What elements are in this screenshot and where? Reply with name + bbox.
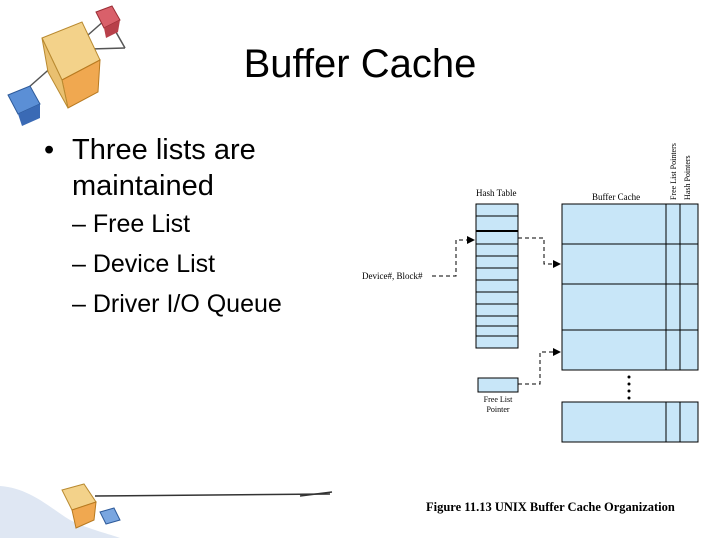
- decorative-clipart-bottom: [0, 483, 333, 538]
- hash-table: [475, 203, 519, 349]
- slide-title: Buffer Cache: [243, 42, 477, 86]
- connectors: [432, 236, 561, 385]
- bullet-list: • Three lists are maintained – Free List…: [44, 132, 332, 324]
- sub-bullet-driver-io-queue: – Driver I/O Queue: [72, 290, 282, 318]
- bullet-text: Three lists are maintained: [72, 134, 256, 202]
- sub-bullet-free-list: – Free List: [72, 210, 191, 238]
- buffer-cache: [561, 203, 699, 443]
- hash-pointers-label: Hash Pointers: [683, 155, 692, 200]
- bullet-item: • Three lists are maintained: [44, 132, 332, 204]
- decorative-clipart-top: [7, 5, 126, 126]
- figure-caption: Figure 11.13 UNIX Buffer Cache Organizat…: [426, 500, 675, 514]
- hash-table-label: Hash Table: [476, 188, 516, 198]
- free-list-pointer-label: Free List: [484, 395, 513, 404]
- bullet-dot: •: [44, 134, 55, 166]
- buffer-cache-label: Buffer Cache: [592, 192, 640, 202]
- device-block-label: Device#, Block#: [362, 271, 423, 281]
- free-list-pointer-label-2: Pointer: [486, 405, 509, 414]
- free-list-pointers-label: Free List Pointers: [669, 143, 678, 200]
- free-list-pointer-box: [477, 377, 519, 393]
- sub-bullet-device-list: – Device List: [72, 250, 216, 278]
